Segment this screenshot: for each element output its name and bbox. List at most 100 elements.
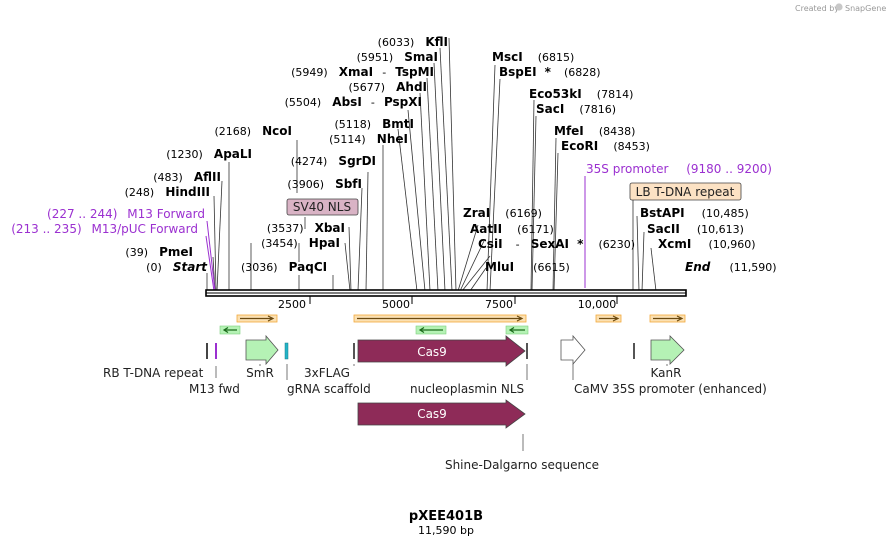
kanr-arrow[interactable] — [650, 335, 685, 365]
p35s-range: (9180 .. 9200) — [686, 162, 772, 176]
bspei-pos: (6828) — [564, 66, 601, 79]
site-ecori[interactable]: EcoRI (8453) — [561, 135, 650, 154]
green-reverse-arrow-3[interactable] — [505, 325, 529, 335]
xbai-pos: (3537) — [267, 222, 304, 235]
site-xmai-tspmi[interactable]: (5949) XmaI - TspMI — [291, 61, 434, 80]
eco53ki-pos: (7814) — [597, 88, 634, 101]
sv40-nls-label[interactable]: SV40 NLS — [286, 198, 359, 216]
site-hindiii[interactable]: (248) HindIII — [125, 181, 210, 200]
site-csii-sexai[interactable]: CsiI - SexAI * (6230) — [478, 233, 635, 252]
hpai-pos: (3454) — [261, 237, 298, 250]
cas9-arrow[interactable] — [357, 335, 526, 367]
sexai-pos: (6230) — [598, 238, 635, 251]
mfei-pos: (8438) — [599, 125, 636, 138]
grna-scaffold-label: gRNA scaffold — [287, 382, 371, 396]
start-pos: (0) — [146, 261, 162, 274]
eco53ki-name: Eco53kI — [529, 87, 582, 101]
site-end[interactable]: End (11,590) — [685, 256, 777, 275]
orange-feature-1[interactable] — [236, 314, 278, 323]
csii-dash: - — [516, 238, 520, 251]
mlui-pos: (6615) — [533, 261, 570, 274]
tick-label-10000: 10,000 — [578, 298, 617, 311]
site-pmei[interactable]: (39) PmeI — [125, 241, 193, 260]
nls-marker[interactable] — [526, 343, 528, 359]
site-paqci[interactable]: (3036) PaqCI — [241, 256, 327, 275]
tspmi-name: TspMI — [395, 65, 434, 79]
m13-fwd-marker[interactable] — [215, 343, 217, 359]
site-zrai[interactable]: ZraI (6169) — [463, 202, 542, 221]
xmai-pos: (5949) — [291, 66, 328, 79]
orange-feature-2[interactable] — [595, 314, 622, 323]
kfli-pos: (6033) — [378, 36, 415, 49]
sacii-pos: (10,613) — [697, 223, 744, 236]
site-ahdi[interactable]: (5677) AhdI — [348, 76, 427, 95]
site-smai[interactable]: (5951) SmaI — [357, 46, 438, 65]
zrai-name: ZraI — [463, 206, 490, 220]
3xflag-label: 3xFLAG — [304, 366, 350, 380]
xcmi-name: XcmI — [658, 237, 691, 251]
smr-arrow[interactable] — [245, 334, 279, 366]
m13puc-name: M13/pUC Forward — [91, 222, 198, 236]
hindiii-name: HindIII — [165, 185, 210, 199]
m13-fwd-label: M13 fwd — [189, 382, 240, 396]
primer-m13-puc-forward[interactable]: (213 .. 235) M13/pUC Forward — [11, 222, 198, 236]
aatii-pos: (6171) — [517, 223, 554, 236]
lb-tdna-repeat-label[interactable]: LB T-DNA repeat — [629, 182, 742, 201]
site-apali[interactable]: (1230) ApaLI — [166, 143, 252, 162]
bspei-star: * — [545, 65, 552, 79]
site-saci[interactable]: SacI (7816) — [536, 98, 616, 117]
site-kfli[interactable]: (6033) KflI — [378, 31, 448, 50]
aflii-name: AflII — [194, 170, 221, 184]
smr-label: SmR — [246, 366, 274, 380]
site-sacii[interactable]: SacII (10,613) — [647, 218, 744, 237]
green-reverse-arrow-1[interactable] — [219, 325, 241, 335]
site-sbfi[interactable]: (3906) SbfI — [287, 173, 362, 192]
plasmid-length: 11,590 bp — [418, 524, 474, 537]
site-mfei[interactable]: MfeI (8438) — [554, 120, 635, 139]
site-aflii[interactable]: (483) AflII — [153, 166, 221, 185]
snapgene-logo-icon — [835, 3, 843, 11]
site-start[interactable]: (0) Start — [146, 256, 208, 275]
pmei-pos: (39) — [125, 246, 148, 259]
orange-feature-3[interactable] — [649, 314, 686, 323]
camv-35s-arrow[interactable] — [560, 334, 586, 366]
kanr-label: KanR — [651, 366, 682, 380]
site-aatii[interactable]: AatII (6171) — [470, 218, 554, 237]
site-xbai[interactable]: (3537) XbaI — [267, 217, 345, 236]
site-eco53ki[interactable]: Eco53kI (7814) — [529, 83, 633, 102]
site-mlui[interactable]: MluI (6615) — [485, 256, 570, 275]
apali-pos: (1230) — [166, 148, 203, 161]
xmai-name: XmaI — [339, 65, 373, 79]
cas9-arrow-2[interactable] — [357, 399, 526, 429]
site-bspei[interactable]: BspEI * (6828) — [499, 61, 601, 80]
sgrdi-name: SgrDI — [338, 154, 376, 168]
sbfi-pos: (3906) — [287, 178, 324, 191]
site-ncoi[interactable]: (2168) NcoI — [214, 120, 292, 139]
site-hpai[interactable]: (3454) HpaI — [261, 232, 340, 251]
sexai-name: SexAI — [531, 237, 569, 251]
green-reverse-arrow-2[interactable] — [415, 325, 447, 335]
grna-scaffold-marker[interactable] — [284, 342, 289, 360]
rb-tdna-marker[interactable] — [206, 343, 208, 359]
xcmi-pos: (10,960) — [708, 238, 755, 251]
sexai-star: * — [577, 237, 584, 251]
pmei-name: PmeI — [159, 245, 193, 259]
lb-marker[interactable] — [633, 343, 635, 359]
mfei-name: MfeI — [554, 124, 584, 138]
site-absi-pspxi[interactable]: (5504) AbsI - PspXI — [285, 91, 422, 110]
site-bmti[interactable]: (5118) BmtI — [334, 113, 414, 132]
p35s-name: 35S promoter — [586, 162, 668, 176]
primer-35s-promoter[interactable]: 35S promoter (9180 .. 9200) — [586, 162, 772, 176]
cas9-arrow-2-label: Cas9 — [417, 407, 447, 421]
site-msci[interactable]: MscI (6815) — [492, 46, 574, 65]
orange-feature-long[interactable] — [353, 314, 527, 323]
flag-marker[interactable] — [353, 343, 355, 359]
nucleoplasmin-nls-label: nucleoplasmin NLS — [410, 382, 524, 396]
site-sgrdi[interactable]: (4274) SgrDI — [291, 150, 376, 169]
primer-m13-forward[interactable]: (227 .. 244) M13 Forward — [47, 207, 205, 221]
csii-name: CsiI — [478, 237, 503, 251]
site-xcmi[interactable]: XcmI (10,960) — [658, 233, 756, 252]
site-nhei[interactable]: (5114) NheI — [329, 128, 408, 147]
site-bstapi[interactable]: BstAPI (10,485) — [640, 202, 749, 221]
